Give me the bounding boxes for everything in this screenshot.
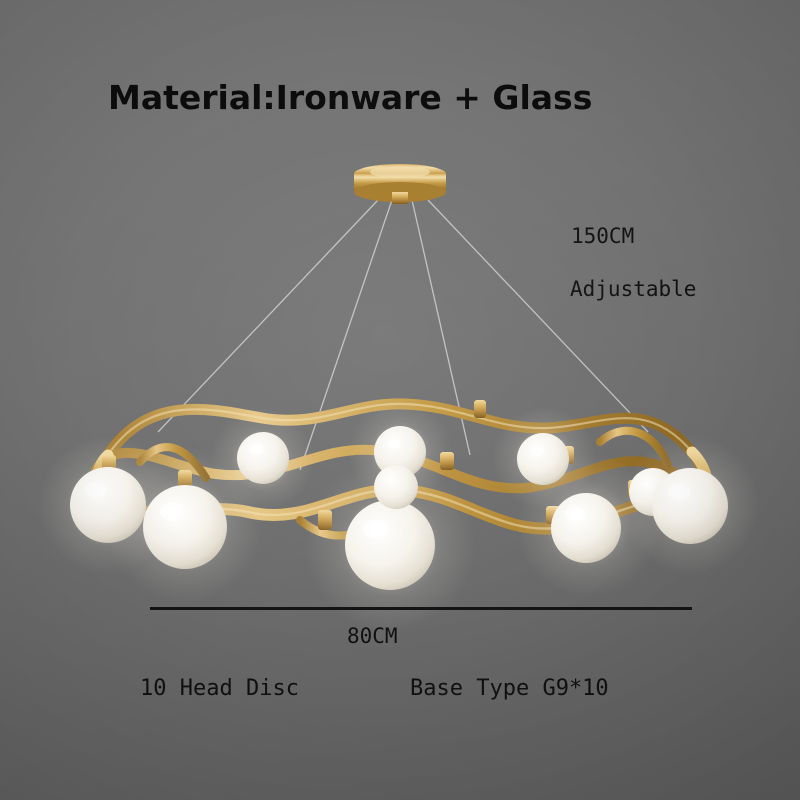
glass-globes (70, 426, 728, 590)
suspension-cables (157, 199, 649, 471)
page-title: Material:Ironware + Glass (108, 78, 593, 117)
head-count-label: 10 Head Disc (140, 676, 299, 701)
ceiling-canopy (354, 164, 446, 204)
drop-length-label: 150CM (571, 224, 635, 248)
base-type-label: Base Type G9*10 (410, 676, 609, 701)
width-label: 80CM (347, 624, 398, 648)
width-measure-line (150, 607, 692, 610)
adjustable-label: Adjustable (570, 277, 697, 301)
